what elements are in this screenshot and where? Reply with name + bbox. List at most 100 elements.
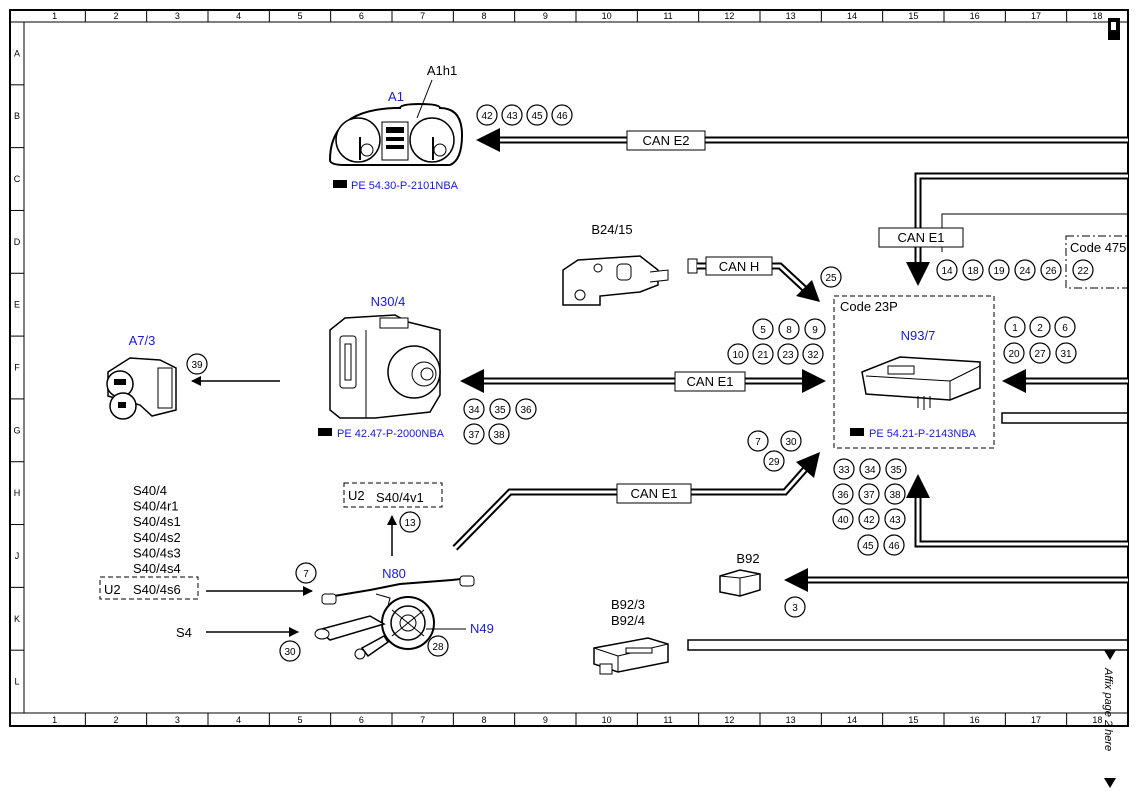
connection-number: 10 — [732, 350, 744, 361]
connection-circle — [488, 423, 510, 445]
connection-number: 22 — [1077, 266, 1089, 277]
ref-icon — [850, 428, 864, 436]
s40-list-item: S40/4s2 — [133, 530, 181, 545]
connection-number: 29 — [768, 457, 780, 468]
connection-circle — [859, 458, 881, 480]
grid-column-label: 7 — [420, 11, 425, 21]
affix-note: Affix page 2 here — [1102, 650, 1116, 788]
connection-number: 20 — [1008, 349, 1020, 360]
connection-number: 31 — [1060, 349, 1072, 360]
bus-label-can-e1-mid: CAN E1 — [687, 374, 734, 389]
grid-column-label: 16 — [970, 715, 980, 725]
connection-circle — [802, 343, 824, 365]
connection-number: 25 — [825, 273, 837, 284]
connection-circle — [727, 343, 749, 365]
bus-arrow-up — [906, 474, 930, 498]
grid-column-label: 1 — [52, 715, 57, 725]
connection-number: 28 — [432, 642, 444, 653]
connection-number: 34 — [468, 405, 480, 416]
connection-number: 24 — [1019, 266, 1031, 277]
bus-label-can-e2: CAN E2 — [643, 133, 690, 148]
label-n93-7: N93/7 — [901, 328, 936, 343]
bus-label-box — [705, 256, 773, 276]
connection-number: 37 — [863, 490, 875, 501]
unit-n30-4 — [329, 314, 441, 419]
grid-row-label: J — [15, 551, 20, 561]
unit-n80 — [314, 575, 475, 660]
grid-column-label: 14 — [847, 715, 857, 725]
grid-column-label: 17 — [1031, 11, 1041, 21]
bus-arrow-left — [784, 568, 808, 592]
can-e1-low-bus: CAN E1 — [452, 452, 820, 551]
connection-circle — [1029, 316, 1051, 338]
connection-number: 30 — [785, 437, 797, 448]
affix-text: Affix page 2 here — [1102, 667, 1114, 751]
connection-circle — [962, 259, 984, 281]
connection-number: 38 — [493, 430, 505, 441]
connection-circle — [752, 318, 774, 340]
label-b92-4: B92/4 — [611, 613, 645, 628]
connection-circle — [1003, 342, 1025, 364]
connection-number: 13 — [404, 518, 416, 529]
connection-number: 14 — [941, 266, 953, 277]
bus-label-can-h: CAN H — [719, 259, 759, 274]
grid-column-label: 5 — [297, 11, 302, 21]
connection-circle — [884, 483, 906, 505]
grid-column-label: 18 — [1092, 11, 1102, 21]
grid-column-label: 7 — [420, 715, 425, 725]
grid-row-label: C — [14, 174, 21, 184]
bus-into-b92 — [784, 568, 1128, 592]
grid-column-label: 1 — [52, 11, 57, 21]
grid-row-label: G — [13, 425, 20, 435]
connection-number: 32 — [807, 350, 819, 361]
s40-list-item: S40/4s1 — [133, 514, 181, 529]
frame — [9, 9, 1129, 727]
label-u2-a: U2 — [104, 582, 121, 597]
unit-n93-7 — [861, 356, 981, 410]
s40-list-item: S40/4s4 — [133, 561, 181, 576]
label-a7-3: A7/3 — [129, 333, 156, 348]
connection-number: 27 — [1034, 349, 1046, 360]
bus-arrow-diagonal — [796, 280, 820, 302]
grid-row-label: K — [14, 614, 20, 624]
connection-circle — [1014, 259, 1036, 281]
connection-circle — [778, 318, 800, 340]
grid-row-label: A — [14, 48, 20, 58]
connection-number: 19 — [993, 266, 1005, 277]
connection-circle — [858, 508, 880, 530]
bus-label-box — [626, 130, 706, 151]
connection-circle — [279, 640, 301, 662]
label-b24-15: B24/15 — [591, 222, 632, 237]
connection-circle — [489, 398, 511, 420]
connection-number: 6 — [1062, 323, 1068, 334]
bus-arrow-left — [460, 369, 484, 393]
can-e1-mid-bus: CAN E1 — [460, 369, 826, 393]
connection-number: 18 — [967, 266, 979, 277]
connection-circle — [820, 266, 842, 288]
bus-arrow-diagonal — [796, 452, 820, 478]
grid-column-label: 11 — [663, 715, 672, 725]
grid-row-label: H — [14, 488, 21, 498]
connection-number: 21 — [757, 350, 769, 361]
triangle-down-icon — [1104, 650, 1116, 660]
grid-column-label: 6 — [359, 715, 364, 725]
connection-number: 46 — [556, 111, 568, 122]
connection-circle — [1029, 342, 1051, 364]
sensor-b24-15 — [562, 255, 669, 306]
connection-circle — [295, 562, 317, 584]
grid-column-label: 8 — [481, 715, 486, 725]
label-s40-4s6: S40/4s6 — [133, 582, 181, 597]
label-s4: S4 — [176, 625, 192, 640]
s40-list-item: S40/4r1 — [133, 499, 179, 514]
triangle-down-icon — [1104, 778, 1116, 788]
can-h-bus: CAN H — [687, 256, 820, 302]
connection-number: 23 — [782, 350, 794, 361]
bus-up-into-n93-7 — [906, 474, 1128, 548]
connection-circle — [526, 104, 548, 126]
connection-circle — [427, 635, 449, 657]
connection-circle — [747, 430, 769, 452]
grid-column-label: 3 — [175, 11, 180, 21]
